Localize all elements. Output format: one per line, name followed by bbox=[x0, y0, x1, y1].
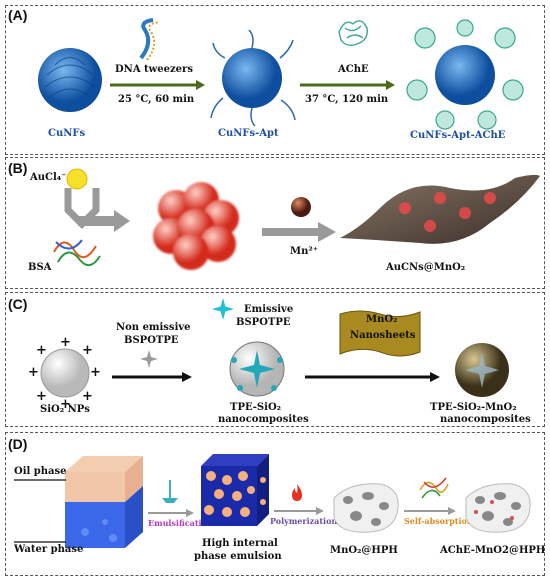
cunfs-label: CuNFs bbox=[48, 128, 86, 139]
svg-text:+: + bbox=[60, 335, 71, 350]
panel-a bbox=[5, 5, 545, 155]
mn-ion-label: Mn²⁺ bbox=[290, 246, 318, 257]
tpe-sio2-sphere bbox=[229, 341, 285, 397]
panel-d-label: (D) bbox=[8, 436, 28, 452]
cunfs-apt-ache-label: CuNFs-Apt-AChE bbox=[410, 130, 506, 141]
arrow-a1 bbox=[110, 80, 205, 90]
panel-c-label: (C) bbox=[8, 296, 28, 312]
cunfs-apt-ache-flower bbox=[406, 19, 524, 130]
arrow-b bbox=[262, 222, 336, 242]
arrow-d3 bbox=[404, 507, 456, 515]
ache-mno2-hph-label: AChE-MnO2@HPH bbox=[440, 545, 546, 556]
gold-ion-sphere bbox=[66, 168, 88, 190]
hipe-label-2: phase emulsion bbox=[194, 551, 282, 562]
mno2-hph-label: MnO₂@HPH bbox=[330, 545, 398, 556]
cunfs-flower-1 bbox=[38, 48, 102, 112]
ball-sphere bbox=[291, 197, 311, 217]
mno2-hph-block bbox=[333, 483, 399, 533]
emulsification-label: Emulsification bbox=[148, 518, 213, 528]
bsa-label: BSA bbox=[28, 262, 52, 273]
arrow-d1 bbox=[148, 509, 194, 517]
tpe-sio2-nanocomposites-label: nanocomposites bbox=[218, 414, 309, 425]
water-phase-label: Water phase bbox=[14, 544, 84, 555]
cunfs-apt-label: CuNFs-Apt bbox=[218, 128, 279, 139]
step1-bottom-label: 25 °C, 60 min bbox=[118, 94, 195, 105]
mno2-sheet bbox=[340, 174, 540, 244]
non-emissive-bspotpe-label: BSPOTPE bbox=[124, 335, 179, 346]
ache-enzyme-small-icon bbox=[419, 477, 449, 499]
hipe-cube bbox=[201, 454, 269, 526]
star-cyan-icon bbox=[212, 298, 234, 320]
stirrer-icon bbox=[162, 480, 178, 503]
au-cluster bbox=[153, 182, 239, 270]
polymerization-label: Polymerization bbox=[270, 516, 338, 526]
panel-c bbox=[5, 292, 545, 427]
svg-text:+: + bbox=[90, 365, 101, 380]
merge-arrow bbox=[64, 188, 130, 232]
oil-leader-line bbox=[14, 479, 66, 481]
dna-tweezers-icon bbox=[139, 18, 160, 61]
arrow-c2 bbox=[305, 372, 440, 382]
step2-top-label: AChE bbox=[338, 64, 369, 75]
emissive-bspotpe-label: BSPOTPE bbox=[236, 317, 291, 328]
non-emissive-label: Non emissive bbox=[116, 322, 191, 333]
svg-text:+: + bbox=[82, 343, 93, 358]
sio2-nps-label: SiO₂ NPs bbox=[40, 404, 90, 415]
panel-b-label: (B) bbox=[8, 160, 28, 176]
hipe-label-1: High internal bbox=[202, 538, 278, 549]
bsa-protein-icon bbox=[53, 239, 101, 267]
phase-cube bbox=[65, 456, 143, 548]
arrow-a2 bbox=[300, 80, 395, 90]
arrow-c1 bbox=[112, 372, 192, 382]
cunfs-apt-flower bbox=[210, 29, 296, 127]
panel-d bbox=[5, 432, 545, 576]
svg-text:+: + bbox=[28, 365, 39, 380]
svg-text:+: + bbox=[60, 397, 71, 412]
svg-text:+: + bbox=[36, 343, 47, 358]
svg-text:+: + bbox=[36, 389, 47, 404]
tpe-sio2-mno2-label: TPE-SiO₂-MnO₂ bbox=[430, 402, 517, 413]
arrow-d2 bbox=[274, 507, 324, 515]
emissive-label: Emissive bbox=[244, 304, 294, 315]
step2-bottom-label: 37 °C, 120 min bbox=[305, 94, 389, 105]
sio2-np-sphere: + + + + + + + + bbox=[28, 335, 101, 412]
water-leader-line bbox=[14, 541, 66, 543]
aucns-mno2-label: AuCNs@MnO₂ bbox=[386, 262, 466, 273]
step1-top-label: DNA tweezers bbox=[115, 64, 193, 75]
mno2-nanosheets-flag bbox=[339, 310, 421, 357]
tpe-sio2-mno2-nanocomposites-label: nanocomposites bbox=[440, 414, 531, 425]
tpe-sio2-mno2-sphere bbox=[455, 343, 509, 397]
flame-icon bbox=[292, 484, 302, 501]
self-absorption-label: Self-absorption bbox=[404, 516, 473, 526]
oil-phase-label: Oil phase bbox=[14, 466, 67, 477]
ache-enzyme-icon bbox=[338, 20, 368, 47]
star-grey-icon bbox=[140, 350, 158, 368]
svg-text:+: + bbox=[82, 389, 93, 404]
flag-nanosheets-label: Nanosheets bbox=[350, 330, 416, 341]
ache-mno2-hph-block bbox=[465, 483, 531, 533]
flag-mno2-label: MnO₂ bbox=[366, 314, 398, 325]
tpe-sio2-label: TPE-SiO₂ bbox=[230, 402, 282, 413]
aucl4-label: AuCl₄⁻ bbox=[30, 172, 67, 183]
panel-a-label: (A) bbox=[8, 7, 28, 23]
panel-b bbox=[5, 157, 545, 289]
